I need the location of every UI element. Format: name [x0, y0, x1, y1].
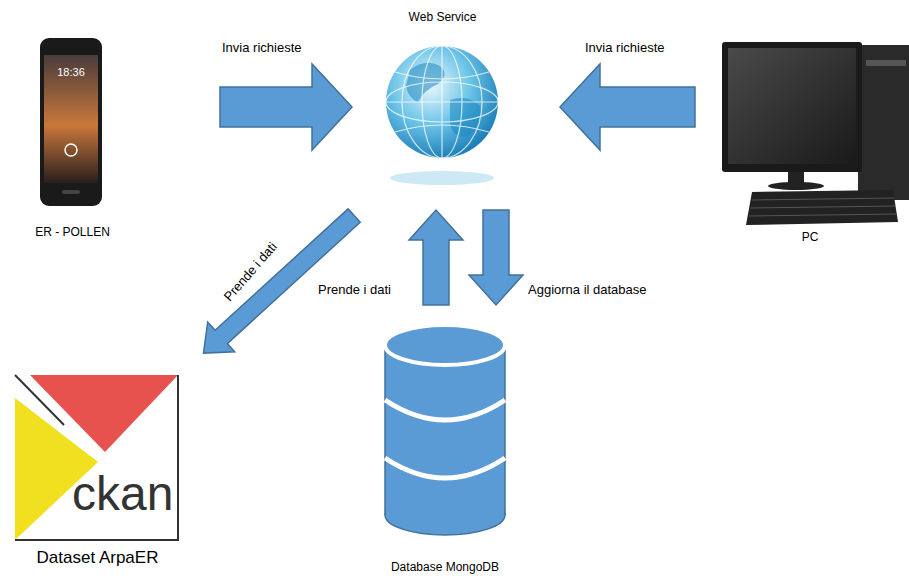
ckan-logo [15, 375, 178, 540]
globe-icon [386, 46, 498, 185]
block-arrow [560, 64, 695, 150]
arrow-label: Invia richieste [222, 40, 301, 56]
database-cylinder [385, 325, 505, 535]
arrow-label: Invia richieste [585, 40, 664, 56]
block-arrow [204, 209, 361, 353]
phone-node: ER - POLLEN [20, 30, 125, 245]
node-caption: ER - POLLEN [35, 225, 110, 239]
block-arrow [469, 210, 523, 305]
logo-wordmark: ckan [72, 470, 173, 518]
node-caption: Dataset ArpaER [37, 548, 159, 568]
block-arrow [220, 64, 352, 150]
phone-clock: 18:36 [46, 66, 96, 79]
web-service-node: Web Service [380, 10, 505, 192]
node-caption: PC [802, 230, 819, 244]
node-caption: Web Service [409, 10, 477, 24]
phone-icon [40, 38, 102, 206]
arrow-label: Aggiorna il database [528, 282, 647, 298]
block-arrow [409, 210, 463, 305]
pc-node: PC [715, 35, 905, 250]
pc-icon [722, 42, 909, 225]
dataset-node: ckanDataset ArpaER [10, 370, 185, 575]
node-caption: Database MongoDB [391, 560, 499, 574]
database-node: Database MongoDB [370, 320, 520, 578]
arrow-label: Prende i dati [318, 282, 391, 298]
